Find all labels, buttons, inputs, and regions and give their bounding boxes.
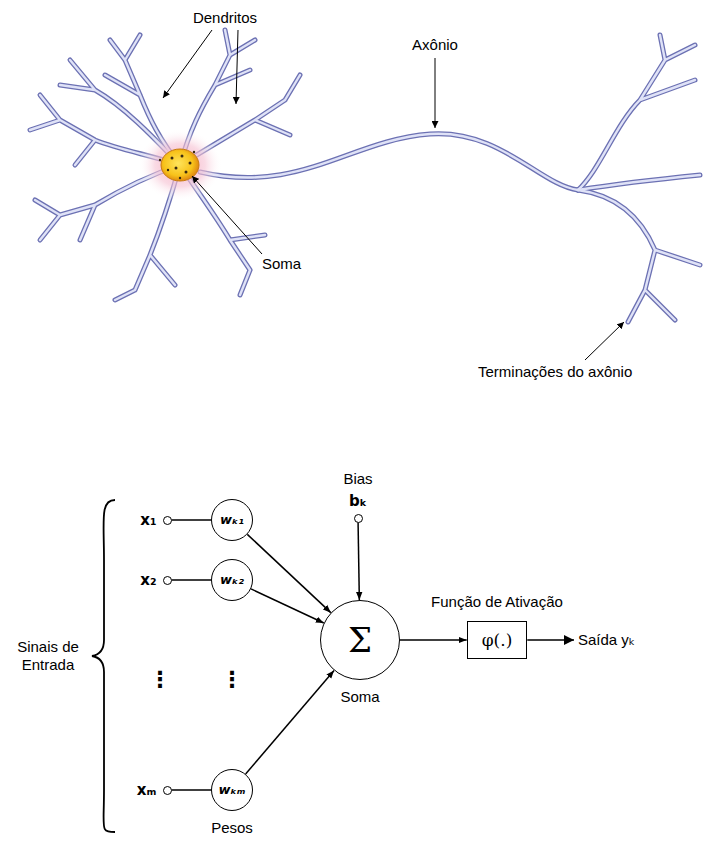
drawing-stroke (92, 500, 115, 832)
drawing-stroke (181, 155, 184, 158)
part-label: Axônio (412, 36, 458, 54)
drawing-stroke (167, 169, 169, 171)
dot-shape (163, 516, 172, 525)
drawing-stroke (585, 322, 624, 360)
sigma-shape: Σ (320, 600, 400, 680)
drawing-stroke (163, 30, 212, 98)
neuron (30, 30, 700, 322)
node-label: x₂ (140, 571, 156, 589)
drawing-stroke (30, 30, 700, 322)
connector (172, 579, 212, 581)
node-label: wₖₘ (219, 782, 246, 798)
node-label: Bias (343, 470, 372, 488)
part-label: Dendritos (193, 9, 257, 27)
node-label: bₖ (349, 492, 367, 510)
drawing-stroke (30, 30, 700, 322)
part-label: ⋮ (149, 667, 171, 693)
drawing-stroke (159, 151, 195, 179)
phibox-shape: φ(.) (467, 621, 528, 659)
drawing-stroke (189, 162, 192, 165)
part-label: Pesos (211, 819, 253, 837)
connector (251, 589, 324, 623)
drawing-stroke (159, 159, 161, 161)
node-label: x₁ (140, 511, 156, 529)
node-label: Função de Ativação (431, 593, 563, 611)
wcirc-shape: wₖ₁ (211, 499, 253, 541)
leader-line (163, 30, 624, 360)
part-label: Saída yₖ (578, 631, 635, 649)
drawing-stroke (138, 129, 222, 201)
input-terminal: x₁ (140, 511, 171, 529)
part-label: Soma (262, 255, 301, 273)
node-label: xₘ (137, 781, 157, 799)
wcirc-shape: wₖ₂ (211, 559, 253, 601)
connector (246, 670, 334, 774)
part-label: ⋮ (221, 667, 243, 693)
part-label: Sinais de Entrada (8, 638, 88, 674)
node-label: wₖ₂ (220, 572, 244, 588)
connector (172, 519, 212, 521)
node-label: φ(.) (482, 630, 513, 650)
drawing-stroke (185, 171, 188, 174)
dot-shape (163, 786, 172, 795)
drawing-stroke (175, 167, 178, 170)
drawing-stroke (179, 177, 181, 179)
drawing-stroke (161, 149, 199, 181)
dot-shape (354, 514, 363, 523)
drawing-stroke (192, 176, 262, 254)
wcirc-shape: wₖₘ (211, 769, 253, 811)
drawing-stroke (171, 157, 174, 160)
weight-circle: wₖ₁ (211, 499, 253, 541)
input-terminal: Bias bₖ (343, 470, 372, 523)
activation-box: Função de Ativação φ(.) (431, 593, 563, 659)
connector (247, 534, 330, 612)
node-label: Σ (348, 620, 372, 661)
dot-shape (163, 576, 172, 585)
sum-circle: Σ Soma (320, 600, 400, 706)
weight-circle: wₖₘ (211, 769, 253, 811)
input-bracket (92, 500, 115, 832)
input-terminal: xₘ (137, 781, 172, 799)
connector (358, 522, 359, 600)
drawing-stroke (193, 151, 195, 153)
output-arrow (527, 639, 574, 641)
weight-circle: wₖ₂ (211, 559, 253, 601)
connector (172, 789, 212, 791)
node-label: wₖ₁ (220, 512, 244, 528)
drawing-stroke (527, 639, 574, 641)
connector (400, 639, 467, 641)
input-terminal: x₂ (140, 571, 171, 589)
part-label: Terminações do axônio (478, 363, 632, 381)
node-label: Soma (340, 688, 379, 706)
drawing-stroke (236, 30, 238, 104)
drawing-stroke (435, 58, 436, 128)
